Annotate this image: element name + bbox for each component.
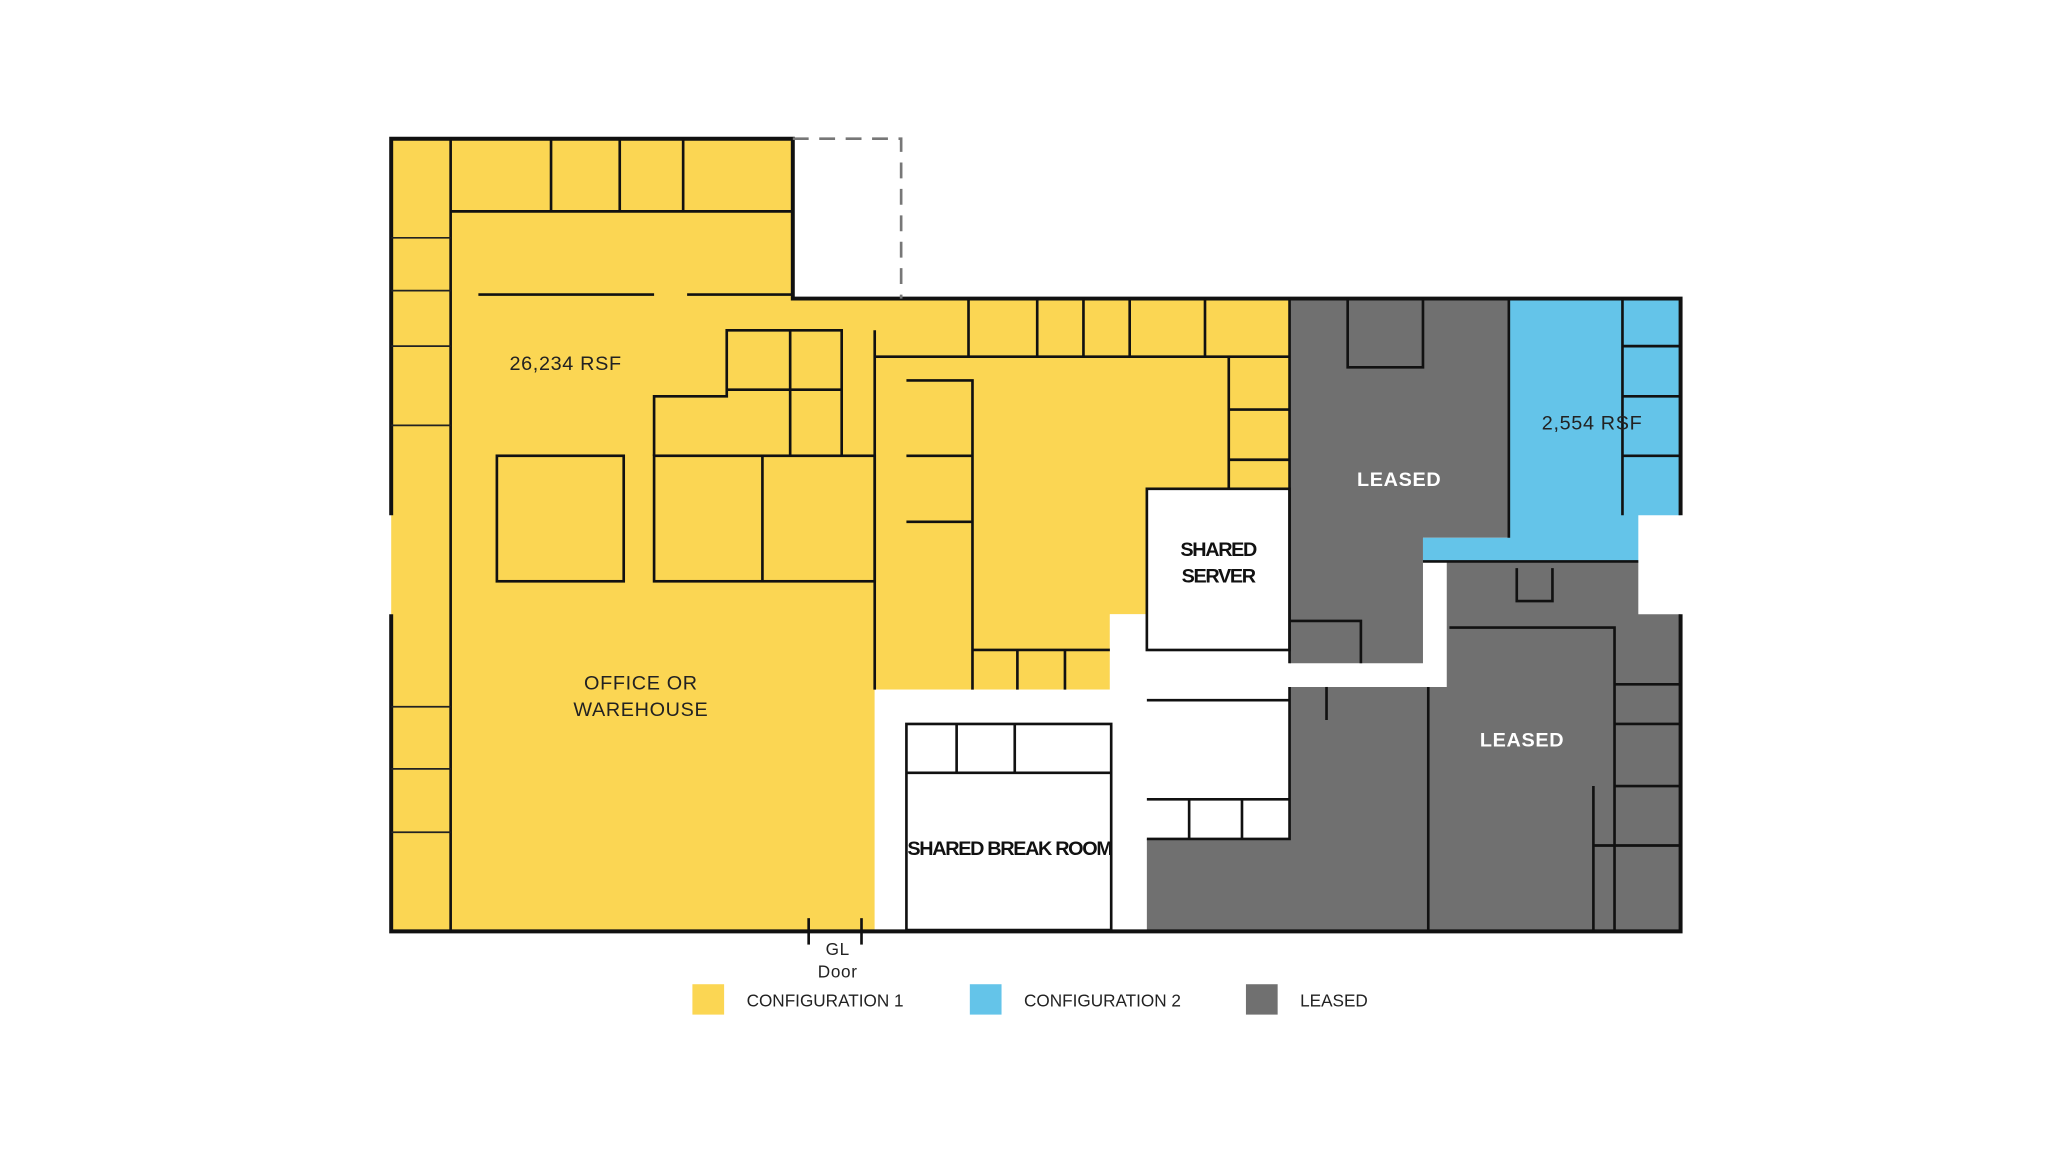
shared-server-label-line1: SHARED bbox=[1180, 539, 1257, 561]
dashed-boundary bbox=[792, 137, 903, 299]
legend-swatch-leased bbox=[1245, 984, 1278, 1015]
legend-label-configuration-2: CONFIGURATION 2 bbox=[1024, 991, 1181, 1011]
configuration-2-area-label: 2,554 RSF bbox=[1542, 412, 1643, 434]
legend: CONFIGURATION 1 CONFIGURATION 2 LEASED bbox=[692, 984, 1368, 1015]
leased-area-upper[interactable] bbox=[1289, 298, 1509, 664]
interior-walls bbox=[391, 138, 1681, 945]
configuration-1-area-label: 26,234 RSF bbox=[509, 353, 621, 375]
legend-swatch-configuration-1 bbox=[692, 984, 725, 1015]
configuration-1-area[interactable] bbox=[391, 138, 1290, 932]
configuration-2-area[interactable] bbox=[1422, 298, 1681, 562]
gl-door-label-line2: Door bbox=[818, 962, 858, 982]
leased-lower-label: LEASED bbox=[1480, 729, 1564, 751]
legend-label-configuration-1: CONFIGURATION 1 bbox=[747, 991, 904, 1011]
legend-label-leased: LEASED bbox=[1300, 991, 1368, 1011]
office-warehouse-label-line2: WAREHOUSE bbox=[573, 699, 708, 721]
gl-door-label-line1: GL bbox=[826, 939, 850, 959]
shared-break-room-label: SHARED BREAK ROOM bbox=[907, 838, 1112, 860]
shared-server-label-line2: SERVER bbox=[1182, 566, 1256, 588]
legend-swatch-configuration-2 bbox=[969, 984, 1002, 1015]
leased-upper-label: LEASED bbox=[1357, 469, 1441, 491]
office-warehouse-label-line1: OFFICE OR bbox=[584, 673, 698, 695]
shared-server-area bbox=[1146, 488, 1290, 650]
